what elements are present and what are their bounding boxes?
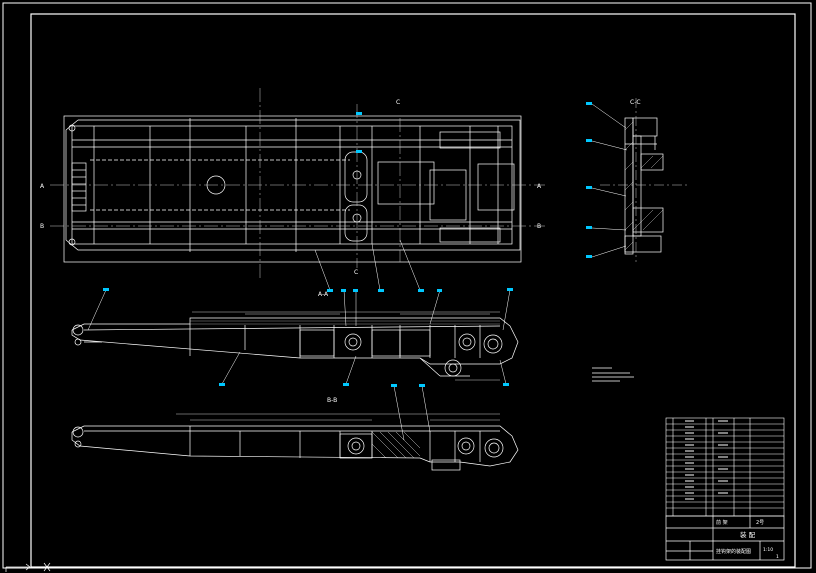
title-block-drawing-title: 装 配 bbox=[740, 530, 756, 539]
section-c-top-label: C bbox=[396, 99, 400, 106]
section-c-bottom-label: C bbox=[354, 269, 358, 276]
plan-balloon-leaders bbox=[314, 239, 421, 291]
section-aa-title: A-A bbox=[318, 291, 329, 298]
parts-list-text-marks bbox=[685, 420, 728, 500]
section-cc-title: C-C bbox=[630, 99, 641, 106]
plan-view bbox=[63, 115, 522, 263]
parts-list-table bbox=[665, 417, 785, 517]
section-a-left-label: A bbox=[40, 183, 45, 190]
section-cc-hatching bbox=[624, 121, 664, 251]
section-b-left-label: B bbox=[40, 223, 44, 230]
title-block-text: 前 架 2号 装 配 挂钩架的装配图 1:10 1 bbox=[716, 519, 779, 560]
ucs-axis-icon bbox=[5, 562, 51, 572]
section-aa-balloons bbox=[103, 288, 513, 386]
section-cc-balloons bbox=[586, 102, 592, 258]
section-cc-leaders bbox=[591, 103, 628, 258]
title-block-name-left: 前 架 bbox=[716, 519, 728, 526]
title-block-sheet-no: 1 bbox=[776, 554, 779, 560]
section-aa-view bbox=[71, 311, 519, 381]
section-cc-view bbox=[600, 98, 690, 262]
plan-balloons bbox=[327, 112, 424, 292]
section-b-right-label: B bbox=[537, 223, 541, 230]
section-bb-title: B-B bbox=[327, 397, 337, 404]
section-bb-view bbox=[71, 413, 519, 471]
title-block-frame bbox=[665, 515, 785, 561]
section-a-right-label: A bbox=[537, 183, 542, 190]
title-block-name-right: 2号 bbox=[756, 520, 764, 526]
section-bb-leaders bbox=[393, 385, 431, 441]
section-aa-leaders bbox=[87, 289, 511, 385]
title-block-scale: 1:10 bbox=[763, 547, 773, 553]
technical-notes bbox=[592, 367, 634, 382]
title-block-sheet-name: 挂钩架的装配图 bbox=[716, 548, 751, 555]
plan-center-lines bbox=[50, 88, 545, 278]
plan-section-marks: A A B B C C bbox=[40, 99, 542, 276]
section-bb-balloons bbox=[391, 384, 425, 387]
section-bb-cross-hatch bbox=[371, 431, 421, 459]
section-aa-hatching bbox=[190, 320, 500, 325]
